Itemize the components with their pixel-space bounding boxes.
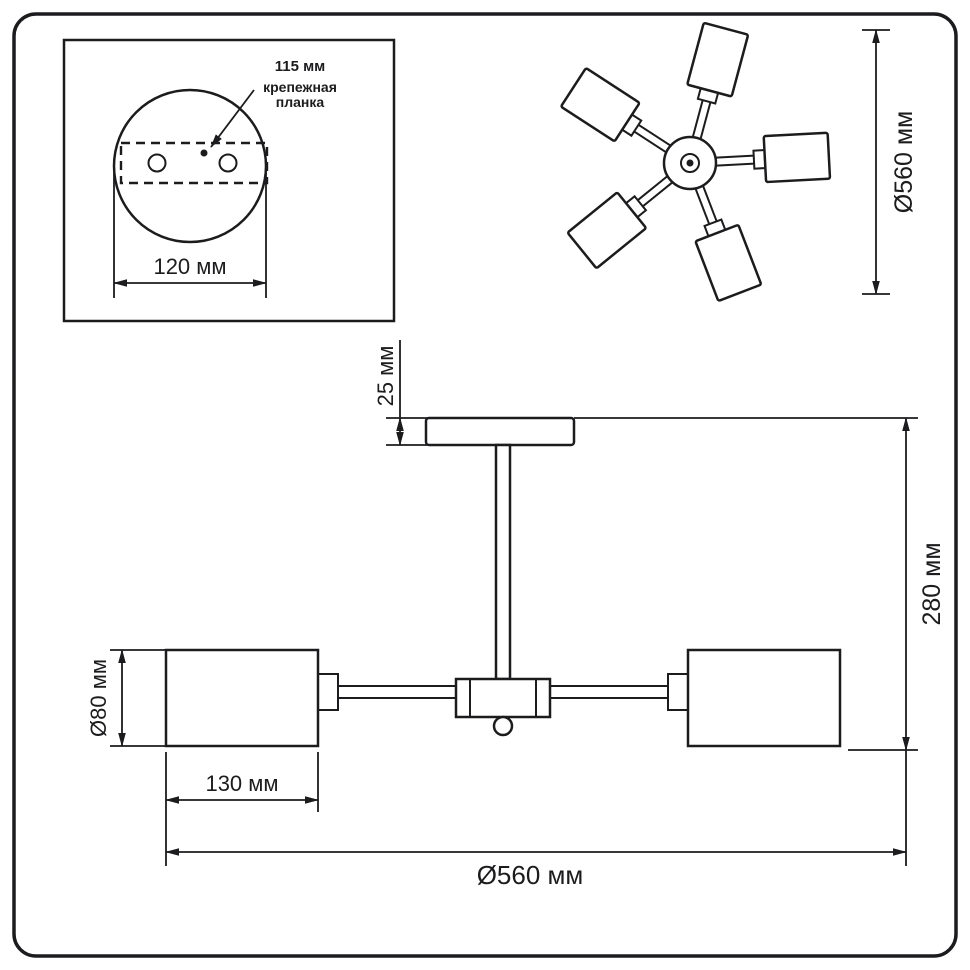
lamp-shade-top-view <box>762 131 832 184</box>
arm-tube-line <box>714 162 755 167</box>
hub-center-dot <box>686 159 694 167</box>
mounting-plate-detail: 115 мм крепежная планка 120 мм <box>62 38 396 323</box>
lamp-shade-top-view <box>686 21 749 98</box>
ceiling-canopy <box>424 416 576 447</box>
arm-tube-line <box>637 174 670 201</box>
top-view-arm <box>693 183 762 302</box>
dim-total-height-label: 280 мм <box>918 542 946 625</box>
top-view-arm <box>560 67 673 155</box>
left-shade-connector <box>317 673 339 711</box>
dim-plate-width-label: 120 мм <box>153 254 226 279</box>
top-view-arm <box>713 131 832 184</box>
mounting-plate-label-line2: планка <box>276 94 325 110</box>
page-border <box>12 12 958 958</box>
lamp-shade-top-view <box>567 191 647 269</box>
dim-shade-length-label: 130 мм <box>205 771 278 796</box>
right-lamp-shade <box>686 648 842 748</box>
dim-diameter-label: Ø560 мм <box>890 111 918 213</box>
reference-point-dot <box>200 149 208 157</box>
dim-canopy-height-label: 25 мм <box>373 346 398 407</box>
top-view-arm <box>567 174 675 269</box>
arm-tube-line <box>701 183 718 222</box>
side-view: 25 мм 280 мм Ø80 мм 130 мм Ø560 мм <box>86 340 946 890</box>
right-shade-connector <box>667 673 689 711</box>
arm-tube-line <box>691 99 704 140</box>
dim-hole-spacing-label: 115 мм <box>275 58 326 75</box>
mounting-hole-right <box>218 153 238 173</box>
lamp-shade-top-view <box>560 67 641 142</box>
leader-line <box>210 89 255 148</box>
dim-total-diameter-label: Ø560 мм <box>477 860 584 890</box>
lamp-shade-top-view <box>694 224 762 302</box>
top-view: Ø560 мм <box>560 21 918 302</box>
arm-tube-line <box>713 154 754 159</box>
mounting-plate-label-line1: крепежная <box>263 79 337 95</box>
stem-tube <box>494 443 512 681</box>
arm-tube-line <box>633 130 669 155</box>
arm-tube-line <box>693 186 711 225</box>
arm-tube-line <box>699 101 712 142</box>
ceiling-cup-circle <box>112 88 268 244</box>
finial-ball <box>492 715 514 737</box>
arm-tube-line <box>642 180 675 208</box>
top-view-arm <box>686 21 749 142</box>
mounting-plate-dashed-outline <box>119 141 269 185</box>
left-lamp-shade <box>164 648 320 748</box>
arm-tube-line <box>637 123 673 148</box>
mounting-hole-left <box>147 153 167 173</box>
dim-shade-diameter-label: Ø80 мм <box>86 659 111 737</box>
